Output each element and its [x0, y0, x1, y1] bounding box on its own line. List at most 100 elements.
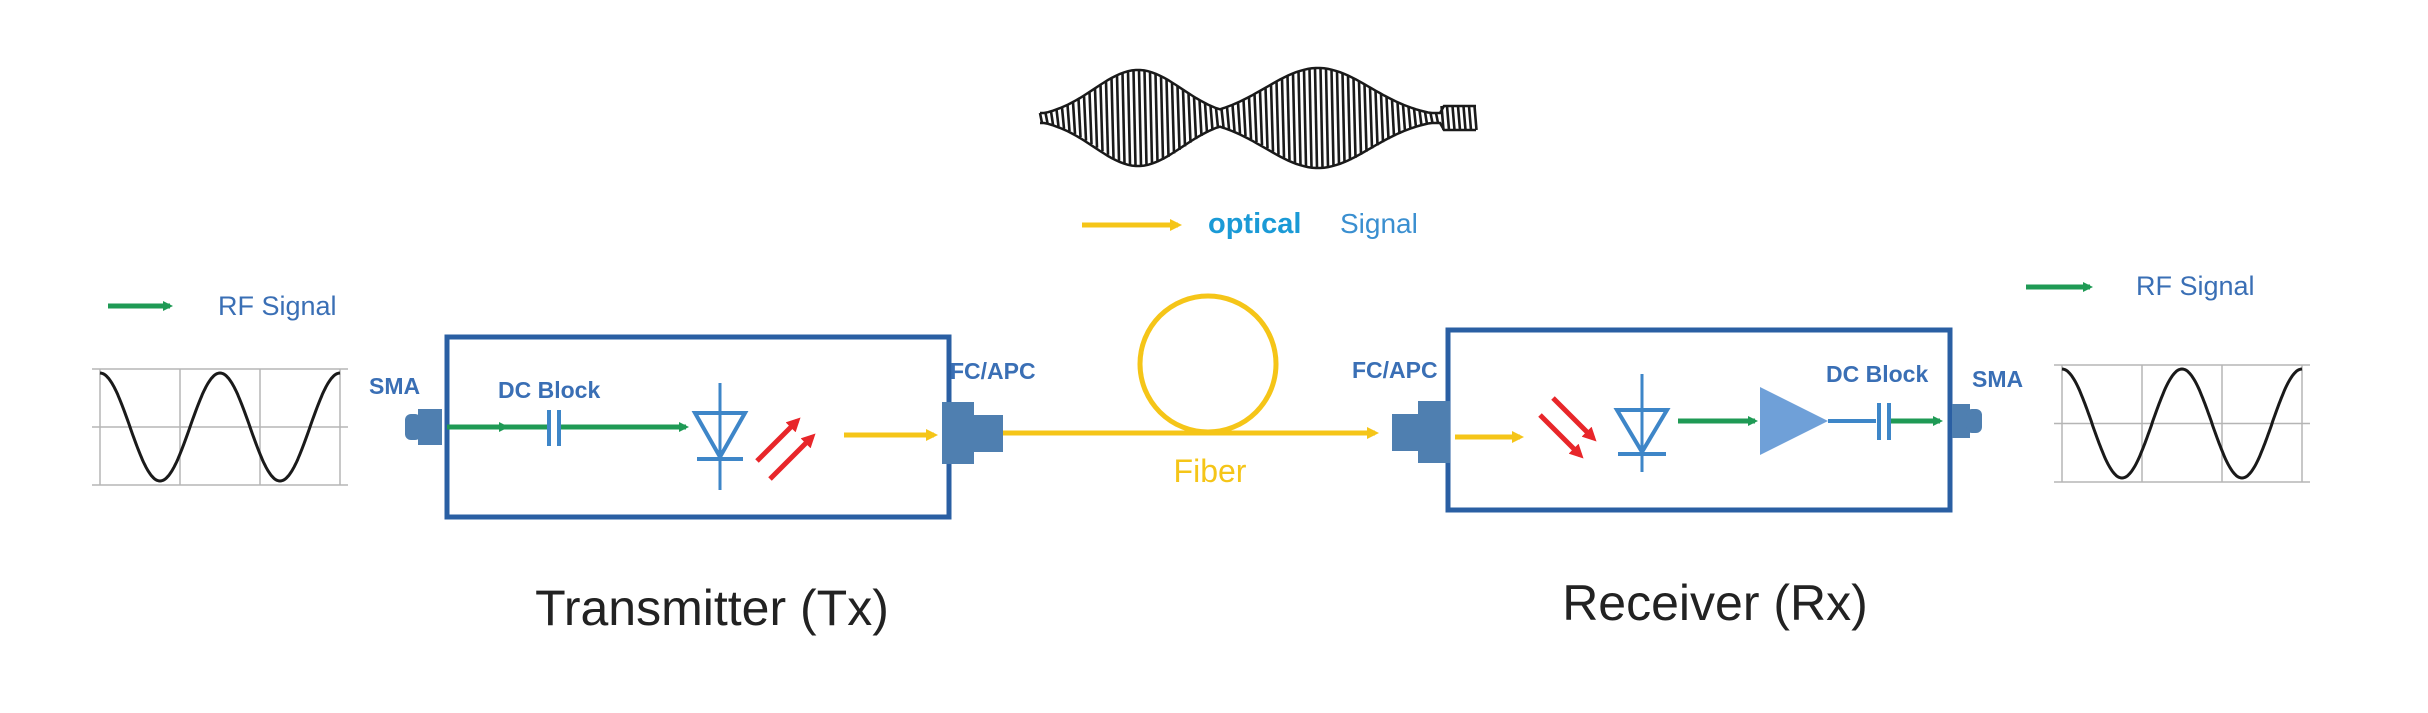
- carrier-stroke: [1214, 107, 1220, 129]
- transmitter-block: SMA DC Block FC/APC Transmitter (Tx): [369, 334, 1036, 636]
- carrier-stroke: [1143, 70, 1148, 166]
- optical-legend-label-optical: optical: [1208, 208, 1301, 240]
- carrier-stroke: [1247, 96, 1253, 140]
- rf-signal-legend-right: RF Signal: [2026, 271, 2255, 301]
- carrier-stroke: [1363, 84, 1368, 152]
- carrier-stroke: [1170, 82, 1176, 154]
- carrier-stroke: [1231, 104, 1236, 132]
- rf-sine-wave-left: [92, 368, 348, 486]
- optical-legend-label-signal: Signal: [1340, 208, 1418, 239]
- carrier-stroke: [1115, 75, 1121, 161]
- carrier-stroke: [1467, 105, 1473, 131]
- carrier-stroke: [1066, 104, 1071, 132]
- carrier-stroke: [1379, 93, 1385, 143]
- tx-laser-emission-arrows-icon: [755, 417, 816, 481]
- carrier-stroke: [1181, 89, 1187, 147]
- carrier-stroke: [1297, 71, 1302, 165]
- carrier-stroke: [1462, 105, 1467, 131]
- carrier-stroke: [1192, 96, 1198, 140]
- tx-fc-apc-label: FC/APC: [950, 358, 1036, 384]
- envelope-lower: [1040, 121, 1476, 170]
- carrier-stroke: [1088, 91, 1093, 145]
- sine-curve: [2061, 367, 2303, 480]
- carrier-stroke: [1126, 71, 1132, 165]
- rf-sine-wave-right: [2054, 364, 2310, 483]
- carrier-stroke: [1187, 93, 1192, 143]
- carrier-stroke: [1473, 105, 1478, 131]
- carrier-stroke: [1225, 106, 1231, 130]
- optical-signal-legend: optical Signal: [1082, 208, 1418, 240]
- carrier-stroke: [1434, 112, 1440, 124]
- carrier-stroke: [1418, 110, 1423, 126]
- carrier-stroke: [1357, 81, 1363, 155]
- carrier-stroke: [1275, 81, 1280, 155]
- carrier-stroke: [1429, 112, 1434, 124]
- carrier-stroke: [1286, 75, 1291, 161]
- carrier-stroke: [1159, 76, 1165, 160]
- carrier-stroke: [1368, 87, 1374, 149]
- fiber-coil-icon: [1137, 293, 1279, 435]
- optical-signal-waveform: [1038, 66, 1478, 170]
- carrier-stroke: [1044, 112, 1049, 124]
- carrier-stroke: [1330, 69, 1335, 167]
- carrier-stroke: [1291, 73, 1297, 163]
- tx-sma-connector-icon: [405, 409, 442, 445]
- carrier-stroke: [1110, 77, 1115, 159]
- carrier-stroke: [1423, 111, 1429, 125]
- carrier-stroke: [1319, 68, 1324, 168]
- carrier-stroke: [1341, 73, 1346, 163]
- receiver-title: Receiver (Rx): [1562, 575, 1868, 631]
- tx-dc-block-label: DC Block: [498, 377, 600, 403]
- carrier-stroke: [1308, 68, 1313, 168]
- carrier-stroke: [1077, 98, 1082, 138]
- carrier-stroke: [1352, 78, 1357, 158]
- carrier-stroke: [1242, 99, 1247, 137]
- carrier-stroke: [1176, 85, 1181, 151]
- rx-fc-apc-label: FC/APC: [1352, 357, 1438, 383]
- carrier-stroke: [1374, 90, 1379, 146]
- carrier-stroke: [1148, 71, 1154, 165]
- carrier-stroke: [1071, 101, 1077, 135]
- rx-incident-light-arrows-icon: [1538, 396, 1597, 459]
- carrier-stroke: [1280, 78, 1286, 158]
- receiver-block: FC/APC DC Block SMA Receiver (Rx): [1352, 327, 2023, 631]
- rx-sma-connector-icon: [1952, 404, 1982, 438]
- rf-legend-label-left: RF Signal: [218, 291, 337, 321]
- carrier-stroke: [1121, 72, 1126, 164]
- carrier-stroke: [1132, 70, 1137, 166]
- carrier-stroke: [1335, 71, 1341, 165]
- carrier-stroke: [1220, 108, 1225, 128]
- carrier-stroke: [1253, 93, 1258, 143]
- waveform-grid: [2054, 364, 2310, 483]
- carrier-stroke: [1269, 84, 1275, 152]
- carrier-stroke: [1099, 84, 1104, 152]
- carrier-stroke: [1038, 112, 1044, 124]
- carrier-stroke: [1264, 87, 1269, 149]
- carrier-stroke: [1401, 104, 1407, 132]
- carrier-stroke: [1385, 96, 1390, 140]
- tx-fc-apc-connector-icon: [942, 402, 1003, 464]
- carrier-stroke: [1451, 105, 1456, 131]
- carrier-stroke: [1412, 108, 1418, 128]
- rx-amplifier-icon: [1760, 387, 1828, 455]
- carrier-stroke: [1137, 69, 1143, 167]
- fiber-label: Fiber: [1174, 453, 1247, 489]
- carrier-stroke: [1346, 75, 1352, 161]
- carrier-stroke: [1407, 106, 1412, 130]
- fiber: Fiber: [1003, 293, 1379, 489]
- rf-legend-label-right: RF Signal: [2136, 271, 2255, 301]
- carrier-stroke: [1209, 105, 1214, 131]
- carrier-stroke: [1313, 68, 1319, 168]
- carrier-stroke: [1324, 68, 1330, 168]
- rx-sma-label: SMA: [1972, 366, 2023, 392]
- rx-dc-block-capacitor-icon: [1877, 403, 1891, 440]
- carrier-stroke: [1390, 99, 1396, 137]
- envelope-upper: [1040, 66, 1476, 115]
- carrier-stroke: [1104, 81, 1110, 155]
- carrier-stroke: [1093, 88, 1099, 148]
- carrier-stroke: [1236, 102, 1242, 134]
- transmitter-title: Transmitter (Tx): [535, 580, 889, 636]
- carrier-stroke: [1203, 103, 1209, 133]
- carrier-stroke: [1302, 69, 1308, 167]
